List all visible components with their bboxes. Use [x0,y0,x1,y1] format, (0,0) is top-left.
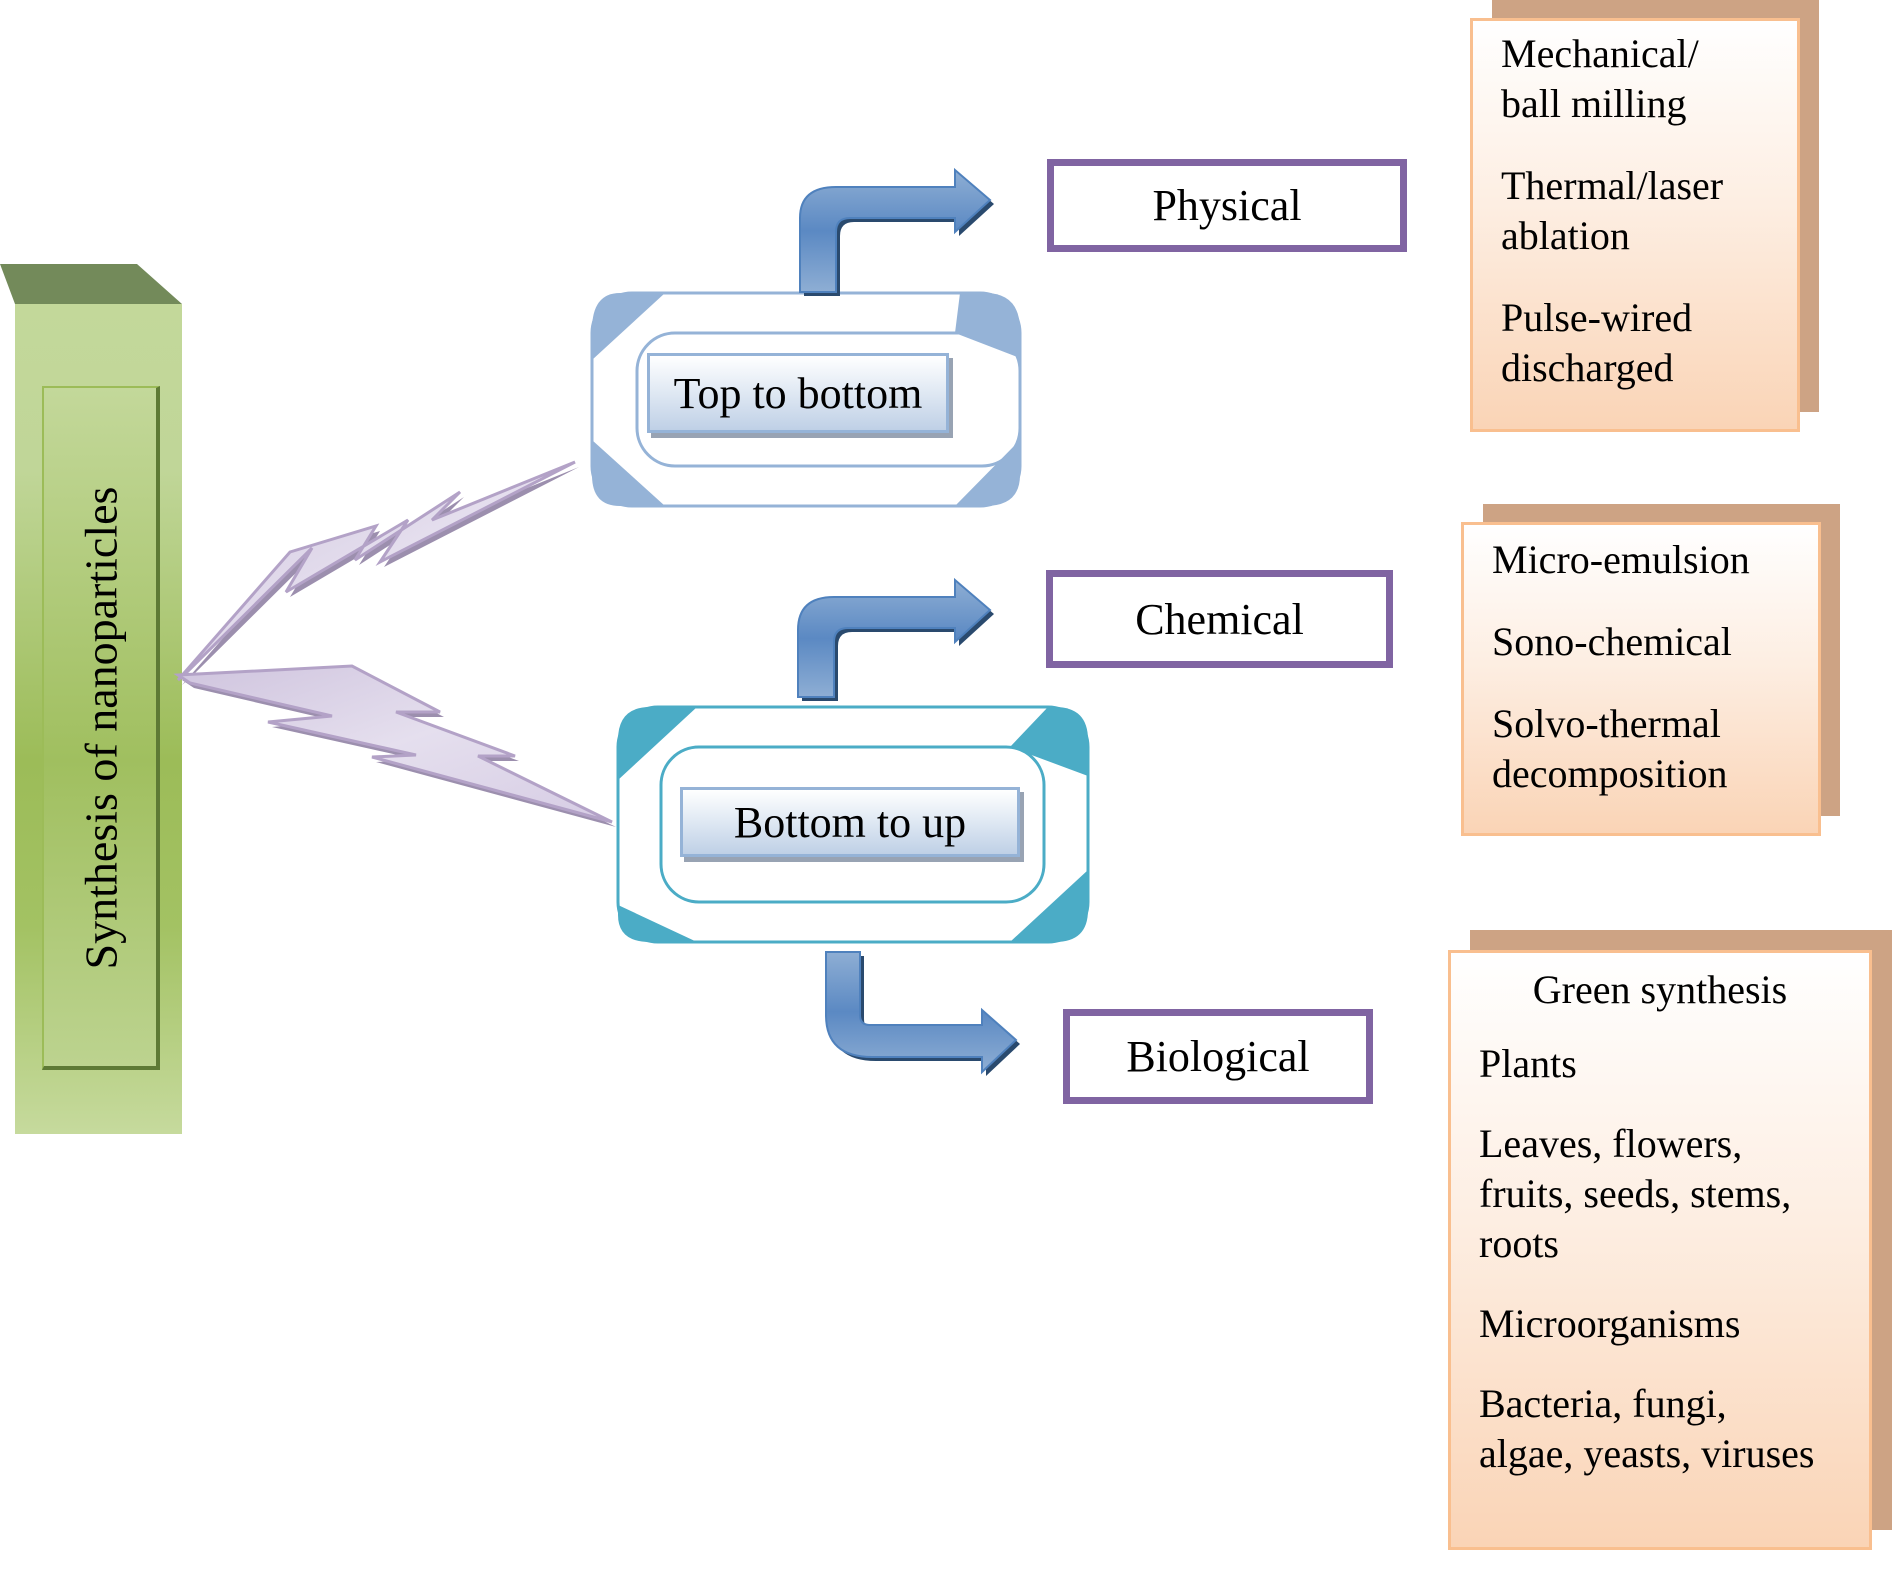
lightning-bolt-icon [173,664,616,827]
method-heading: Green synthesis [1532,967,1788,1012]
method-item: Pulse-wired discharged [1501,295,1693,390]
method-item: Leaves, flowers, fruits, seeds, stems, r… [1479,1121,1792,1266]
bent-arrow-icon [825,951,1020,1076]
approach-bottom-up: Bottom to up [680,787,1020,857]
category-chemical: Chemical [1046,570,1393,668]
method-item: Thermal/laser ablation [1501,163,1724,258]
method-item: Bacteria, fungi, algae, yeasts, viruses [1479,1381,1815,1476]
method-item: Plants [1479,1041,1577,1086]
method-item: Microorganisms [1479,1301,1741,1346]
category-label: Biological [1126,1032,1310,1081]
approach-top-down: Top to bottom [647,353,949,433]
method-item: Solvo-thermal decomposition [1492,701,1728,796]
root-pillar-inner [42,386,160,1070]
methods-card-biological: Green synthesis Plants Leaves, flowers, … [1448,950,1872,1550]
method-item: Sono-chemical [1492,619,1732,664]
method-item: Micro-emulsion [1492,537,1750,582]
category-label: Chemical [1135,594,1304,644]
methods-card-physical: Mechanical/ ball milling Thermal/laser a… [1470,18,1800,432]
method-item: Mechanical/ ball milling [1501,31,1699,126]
approach-label: Top to bottom [673,368,923,418]
category-label: Physical [1152,181,1302,230]
bottom-up-frame [616,705,1090,944]
lightning-bolt-icon [176,460,579,685]
pillar-top-bevel [0,264,182,304]
bent-arrow-icon [797,577,994,701]
category-physical: Physical [1047,159,1407,252]
approach-label: Bottom to up [733,797,967,847]
bent-arrow-icon [799,167,994,296]
category-biological: Biological [1063,1009,1373,1104]
methods-card-chemical: Micro-emulsion Sono-chemical Solvo-therm… [1461,522,1821,836]
